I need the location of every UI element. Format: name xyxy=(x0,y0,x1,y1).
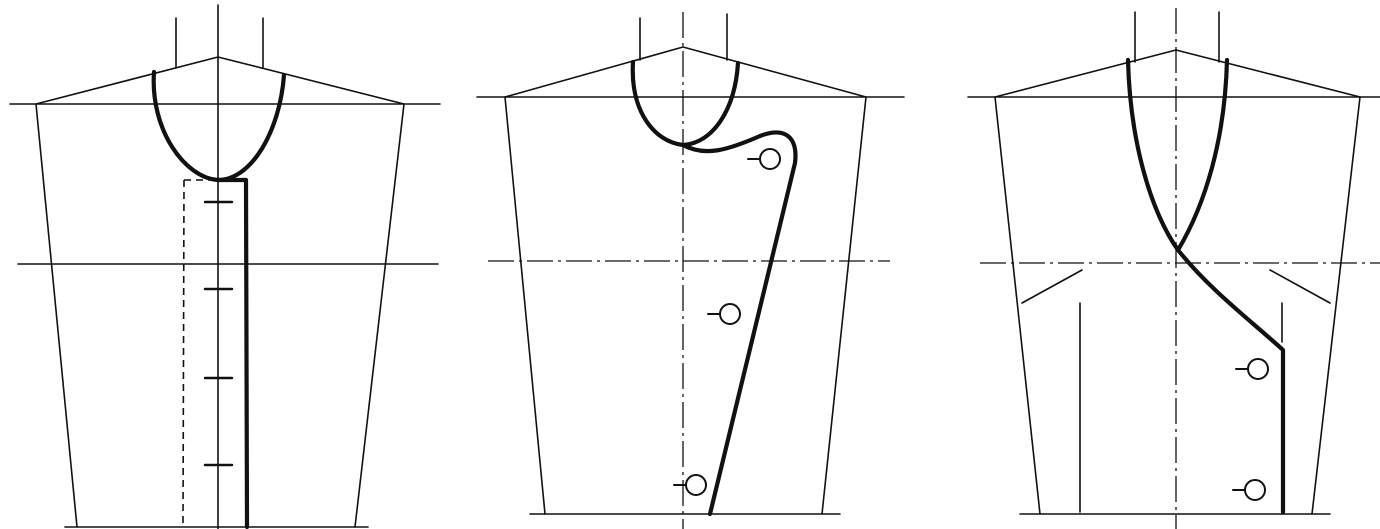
panel-3 xyxy=(967,8,1380,529)
side-seam-left xyxy=(994,96,1041,515)
neckline-curve xyxy=(630,59,741,148)
side-seam-right xyxy=(354,103,405,528)
side-seam-right xyxy=(821,96,867,515)
neckline-curve xyxy=(151,69,287,183)
placket-edge xyxy=(215,177,250,529)
curved-opening xyxy=(680,130,798,517)
dart-left xyxy=(1021,269,1083,304)
panel-1 xyxy=(9,4,441,529)
v-neck-left xyxy=(1125,57,1181,253)
shoulder-line xyxy=(35,56,405,105)
crossover-edge xyxy=(1175,247,1286,515)
side-seam-right xyxy=(1311,96,1361,515)
panel-2 xyxy=(476,12,905,529)
v-neck-right xyxy=(1175,57,1230,253)
dart-right xyxy=(1269,269,1331,304)
facing-line xyxy=(182,179,185,528)
button-3 xyxy=(685,474,707,496)
button-1 xyxy=(759,148,781,170)
button-2 xyxy=(719,303,741,325)
button-1 xyxy=(1247,358,1269,380)
side-seam-left xyxy=(504,96,546,515)
side-seam-left xyxy=(35,103,78,528)
button-2 xyxy=(1244,479,1266,501)
shoulder-line xyxy=(994,49,1361,98)
shoulder-line xyxy=(504,46,867,98)
